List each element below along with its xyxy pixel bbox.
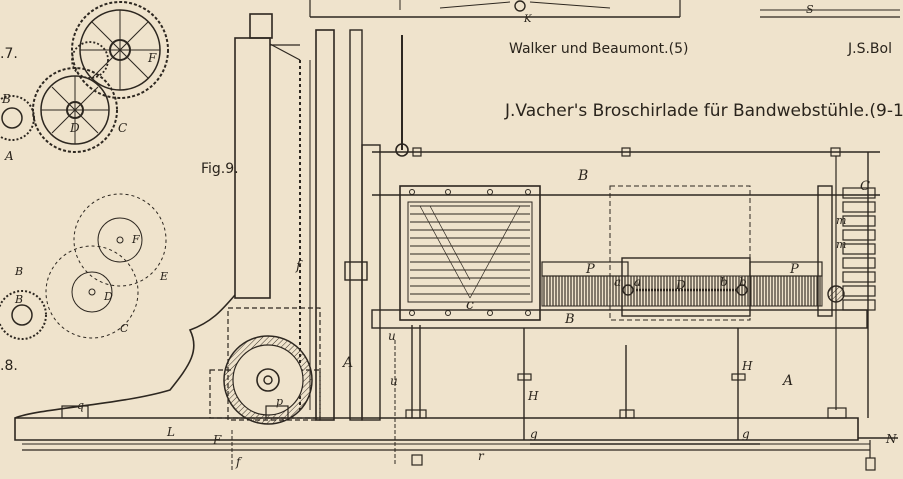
caption-fig9: Fig.9. <box>201 161 239 177</box>
fig8-label-C: C <box>120 322 129 335</box>
label-u-lower: u <box>390 374 398 388</box>
label-r-rod: r <box>478 449 485 463</box>
stacked-bars-m <box>842 187 876 311</box>
label-q-knob: q <box>77 399 84 412</box>
shuttle-stack <box>410 205 530 299</box>
label-a-left: a <box>614 275 621 289</box>
label-N-end: N <box>885 432 897 446</box>
label-g-right: g <box>742 427 750 441</box>
fig8-label-E: E <box>159 270 168 283</box>
label-A-main: A <box>341 355 353 371</box>
caption-js-bolton: J.S.Bol <box>847 41 892 57</box>
caption-vacher-title: J.Vacher's Broschirlade für Bandwebstühl… <box>504 101 903 121</box>
fig7-label-A: A <box>4 149 14 163</box>
label-H-right: H <box>741 359 753 373</box>
label-g-left: g <box>530 427 538 441</box>
label-C-right: C <box>860 179 870 194</box>
fig7-label-C: C <box>118 121 127 135</box>
label-K-top: K <box>523 14 532 25</box>
fig8-label-D: D <box>103 290 113 303</box>
fig8-label-B2: B <box>14 293 23 306</box>
label-A-bed: A <box>781 373 793 389</box>
fig8-label-B1: B <box>14 265 23 278</box>
fig7-label-F: F <box>147 51 157 65</box>
caption-fig8: .8. <box>0 358 18 374</box>
label-m-upper: m <box>836 214 846 227</box>
label-P-right: P <box>789 262 799 277</box>
label-c-box: c <box>466 297 474 313</box>
fig9-broschirlade-machine <box>14 13 898 471</box>
fig8-label-F: F <box>131 233 140 246</box>
label-L-bar: L <box>166 425 175 439</box>
label-H-left: H <box>527 389 539 403</box>
label-P-left: P <box>585 262 595 277</box>
top-cutoff-figure: K S <box>309 0 900 25</box>
fig7-label-D: D <box>69 121 80 135</box>
label-f-bottom: f <box>235 455 243 469</box>
label-a-left2: a <box>634 275 641 289</box>
label-B-rail: B <box>564 312 575 327</box>
fig9-labels: A A B B c C D a a b b P P f f F H H L N … <box>77 168 897 469</box>
caption-fig7: .7. <box>0 46 18 62</box>
fig8-gear-circles: F E D C B B <box>0 193 168 340</box>
label-p-pin: p <box>276 395 283 408</box>
fig7-label-B: B <box>1 92 11 106</box>
label-b-right2: b <box>739 275 747 289</box>
label-m-lower: m <box>836 238 846 251</box>
label-S-top: S <box>806 3 814 16</box>
fig7-gear-train: F D C A B <box>0 1 169 163</box>
label-b-right: b <box>720 275 728 289</box>
label-D-shaft: D <box>675 278 686 292</box>
label-f-rack: f <box>295 259 303 274</box>
caption-walker-beaumont: Walker und Beaumont.(5) <box>509 41 688 57</box>
label-F-frame: F <box>212 433 222 447</box>
label-B-top: B <box>577 168 588 184</box>
label-u-upper: u <box>388 329 396 343</box>
